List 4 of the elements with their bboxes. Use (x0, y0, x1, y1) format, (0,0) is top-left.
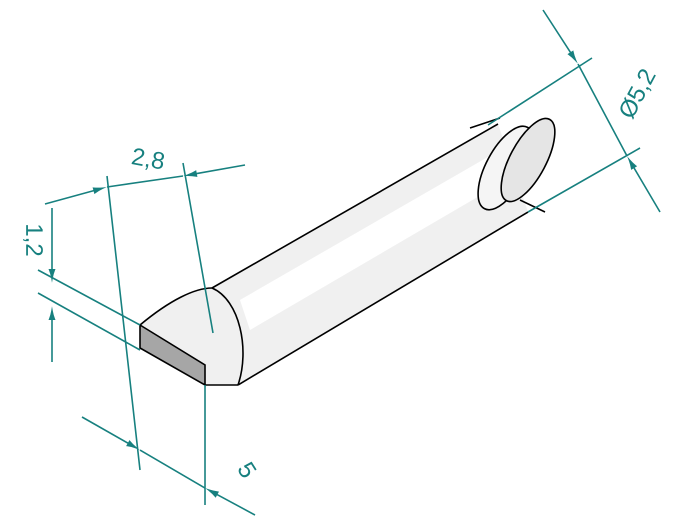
dimension-label: Ø5,2 (620, 69, 656, 120)
dimension-label: 5 (238, 462, 257, 478)
dimension-label: 2,8 (132, 148, 164, 170)
dimension-label: 1,2 (23, 225, 43, 256)
